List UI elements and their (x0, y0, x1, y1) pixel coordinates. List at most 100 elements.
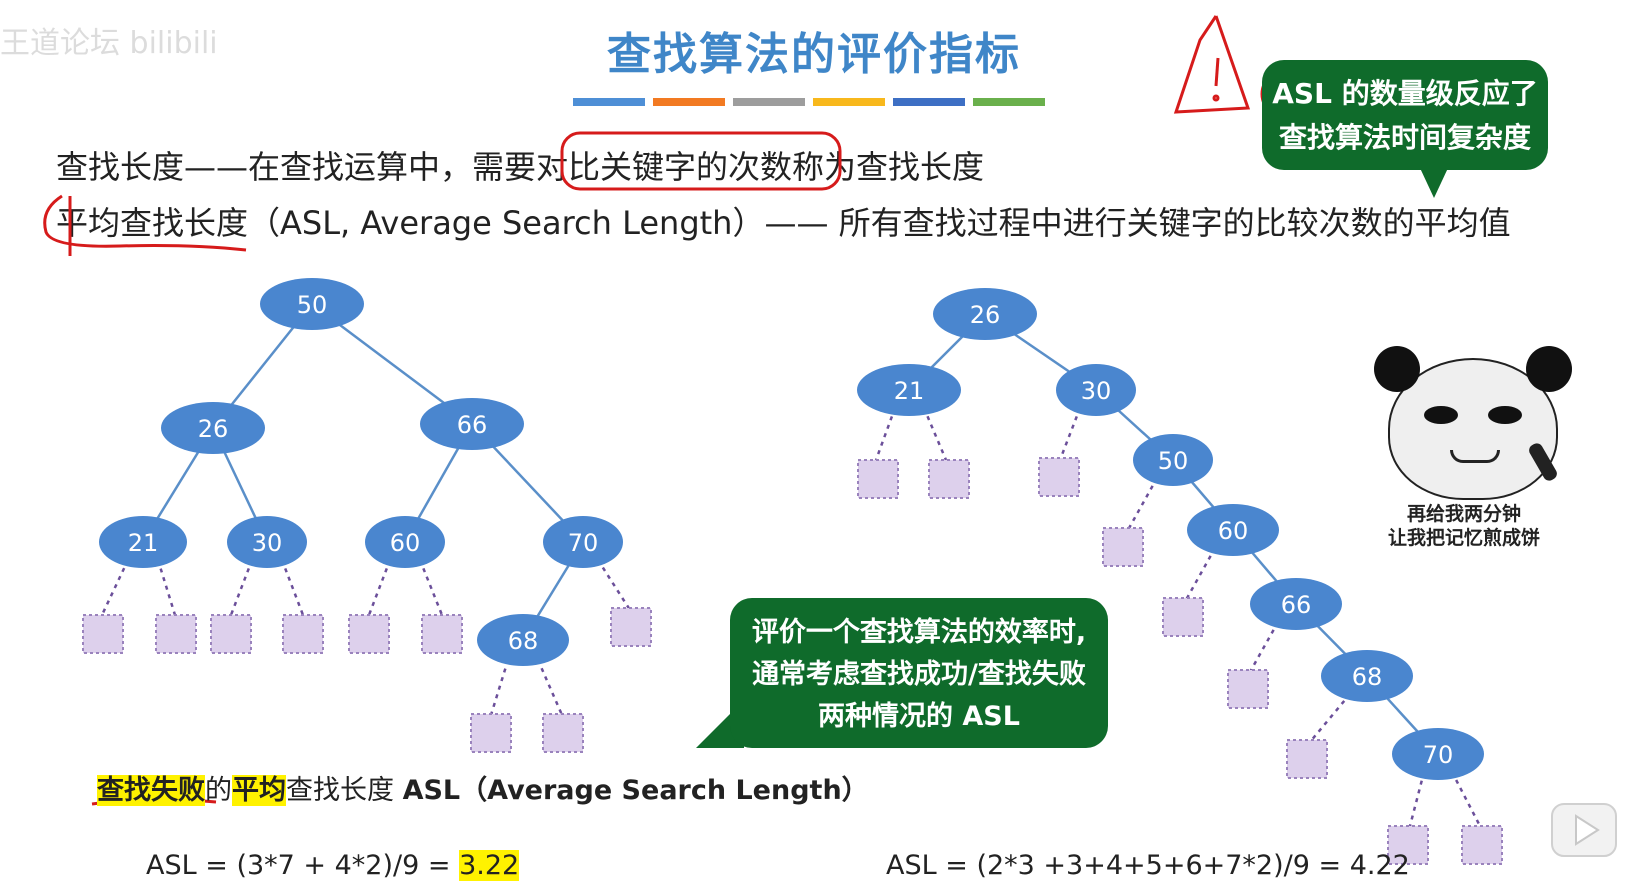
title-color-bars (573, 98, 1045, 106)
node-label: 66 (457, 411, 488, 439)
panda-mouth (1450, 450, 1500, 463)
note-top-line1-rest: 的数量级反应了 (1341, 77, 1538, 110)
circle-annotation (560, 131, 842, 191)
definition-search-length: 查找长度——在查找运算中，需要对比关键字的次数称为查找长度 (56, 142, 984, 188)
panda-caption-line2: 让我把记忆煎成饼 (1387, 527, 1540, 549)
note-top-asl: ASL (1272, 77, 1332, 110)
page-title: 查找算法的评价指标 (607, 29, 1021, 80)
tree-node-68 (1321, 650, 1413, 702)
leaf-node (1162, 597, 1204, 637)
note-bubble-bottom: 评价一个查找算法的效率时, 通常考虑查找成功/查找失败 两种情况的 ASL (730, 598, 1108, 748)
leaf-node (82, 614, 124, 654)
tree-node-30 (1056, 364, 1136, 416)
panda-ear-left (1374, 346, 1420, 392)
node-label: 30 (1081, 377, 1112, 405)
leaf-node (348, 614, 390, 654)
tree-node-30 (227, 516, 307, 568)
right-tree-nodes (857, 288, 1484, 780)
note-bottom-line2: 通常考虑查找成功/查找失败 (752, 659, 1086, 690)
node-label: 50 (1158, 447, 1189, 475)
leaf-node (421, 614, 463, 654)
watermark: 王道论坛 bilibili (0, 26, 218, 61)
node-label: 26 (198, 415, 229, 443)
asl-right-formula: ASL = (2*3 +3+4+5+6+7*2)/9 = 4.22 (886, 850, 1410, 881)
note-top-line1: ASL 的数量级反应了 (1262, 72, 1548, 116)
node-label: 70 (1423, 741, 1454, 769)
definition-asl-rest: （ASL, Average Search Length）—— 所有查找过程中进行… (248, 204, 1511, 242)
leaf-node (857, 459, 899, 499)
panda-meme-image (1374, 346, 1572, 500)
node-label: 50 (297, 291, 328, 319)
definition-line1-circled: 对比关键字的次数 (536, 148, 793, 186)
node-label: 30 (252, 529, 283, 557)
definition-asl: 平均查找长度（ASL, Average Search Length）—— 所有查… (56, 198, 1511, 244)
note-top-line2: 查找算法时间复杂度 (1278, 121, 1531, 154)
leaf-node (542, 713, 584, 753)
right-tree-leaves (857, 457, 1503, 865)
leaf-node (210, 614, 252, 654)
node-label: 21 (128, 529, 159, 557)
tree-node-66 (1250, 578, 1342, 630)
node-label: 21 (894, 377, 925, 405)
tree-node-21 (99, 516, 187, 568)
definition-line1-suffix: 称为查找长度 (792, 148, 985, 186)
leaf-node (610, 607, 652, 647)
node-label: 66 (1281, 591, 1312, 619)
subtitle-of: 的 (205, 775, 232, 806)
leaf-node (1227, 669, 1269, 709)
subtitle-length: 查找长度 (286, 775, 403, 806)
leaf-node (1286, 739, 1328, 779)
node-label: 68 (1352, 663, 1383, 691)
leaf-node (928, 459, 970, 499)
panda-eye-right (1488, 406, 1522, 424)
node-label: 60 (1218, 517, 1249, 545)
panda-eye-left (1424, 406, 1458, 424)
color-bar-5 (893, 98, 965, 106)
leaf-node (1102, 527, 1144, 567)
tree-node-50 (1133, 434, 1213, 486)
right-tree-leaf-edges (874, 407, 1482, 827)
asl-left-expression: ASL = (3*7 + 4*2)/9 = (146, 850, 460, 881)
tree-node-26 (161, 402, 265, 454)
left-tree-labels: 50 26 66 21 30 60 70 68 (128, 291, 599, 655)
color-bar-6 (973, 98, 1045, 106)
tree-node-60 (365, 516, 445, 568)
definition-line1-prefix: 查找长度——在查找运算中，需要 (56, 148, 537, 186)
left-tree-leaf-edges (100, 559, 632, 716)
left-tree-nodes (99, 278, 623, 666)
tree-node-50 (260, 278, 364, 330)
tree-node-66 (420, 398, 524, 450)
warning-triangle (1173, 15, 1251, 114)
warning-mark (1214, 57, 1220, 87)
definition-asl-term: 平均查找长度 (56, 204, 249, 242)
left-tree-leaves (82, 607, 652, 753)
node-label: 60 (390, 529, 421, 557)
panda-caption-line1: 再给我两分钟 (1406, 503, 1521, 525)
underline-annotation (43, 194, 247, 252)
tree-node-70 (1392, 728, 1484, 780)
warning-dot (1212, 94, 1220, 102)
leaf-node (282, 614, 324, 654)
note-bottom-line3: 两种情况的 ASL (818, 701, 1020, 732)
panda-caption: 再给我两分钟 让我把记忆煎成饼 (1380, 502, 1548, 550)
node-label: 70 (568, 529, 599, 557)
right-tree-labels: 26 21 30 50 60 66 68 70 (894, 301, 1454, 769)
tree-node-26 (933, 288, 1037, 340)
asl-fail-subtitle: 查找失败的平均查找长度 ASL（Average Search Length） (97, 768, 869, 807)
panda-ear-right (1526, 346, 1572, 392)
tree-node-68 (477, 614, 569, 666)
color-bar-4 (813, 98, 885, 106)
leaf-node (1461, 825, 1503, 865)
color-bar-2 (653, 98, 725, 106)
note-bubble-top: ASL 的数量级反应了 查找算法时间复杂度 (1262, 60, 1548, 170)
node-label: 68 (508, 627, 539, 655)
leaf-node (1387, 825, 1429, 865)
tree-node-70 (543, 516, 623, 568)
color-bar-1 (573, 98, 645, 106)
tree-node-60 (1187, 504, 1279, 556)
leaf-node (470, 713, 512, 753)
play-icon[interactable] (1551, 803, 1617, 857)
leaf-node (1038, 457, 1080, 497)
color-bar-3 (733, 98, 805, 106)
